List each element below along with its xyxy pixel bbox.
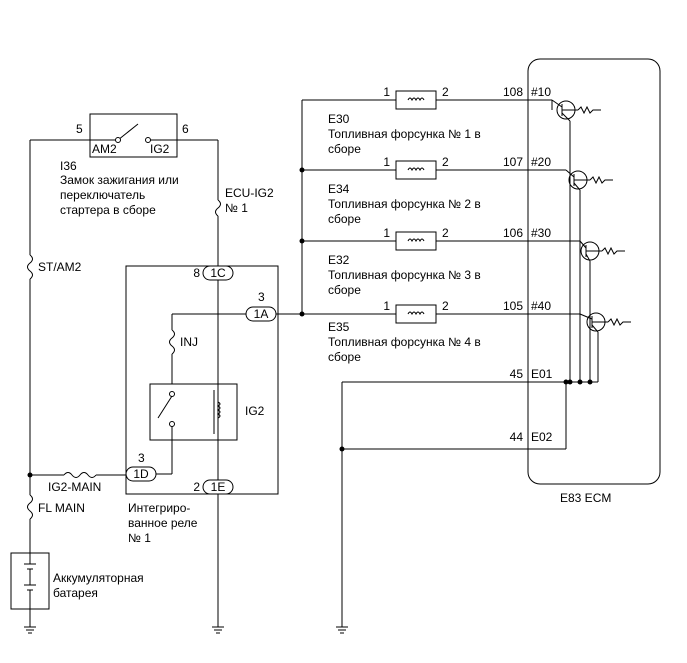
fuse-st-am2-icon	[27, 254, 33, 280]
ignition-switch-box	[89, 113, 178, 158]
connector-1e-label: 1E	[211, 480, 226, 494]
injector-1	[302, 90, 553, 110]
ignition-contact-ig2: IG2	[150, 142, 170, 156]
coil-icon	[407, 311, 425, 316]
fuse-inj-icon	[169, 329, 175, 355]
injector-3-name-line2: сборе	[328, 283, 361, 297]
fuse-st-am2-label: ST/AM2	[38, 260, 82, 274]
injector-4-name-line1: Топливная форсунка № 4 в	[328, 335, 481, 349]
fuse-ig2-main-label: IG2-MAIN	[48, 480, 101, 494]
injector-2-pin-out: 2	[442, 155, 449, 169]
battery-icon	[24, 553, 36, 609]
ground-icon	[212, 626, 224, 634]
injector-1-pin-in: 1	[383, 85, 390, 99]
ignition-pin-6: 6	[182, 122, 189, 136]
fuse-ig2-main-icon	[63, 472, 97, 478]
injector-2-code: E34	[328, 182, 350, 196]
injector-3-pin-in: 1	[383, 226, 390, 240]
fuse-fl-main-label: FL MAIN	[38, 501, 85, 515]
injector-3-ecu-term: #30	[531, 226, 551, 240]
injector-4-pin-in: 1	[383, 299, 390, 313]
connector-1e-pin: 2	[193, 480, 200, 494]
injector-1-code: E30	[328, 112, 350, 126]
coil-icon	[407, 167, 425, 172]
ground-icon	[24, 626, 36, 634]
fuse-ecu-ig2-label1: ECU-IG2	[225, 186, 274, 200]
ignition-name-line1: Замок зажигания или	[60, 173, 179, 187]
relay-name-line1: Интегриро-	[128, 501, 190, 515]
relay-box	[125, 265, 279, 495]
relay-coil-icon	[213, 390, 221, 434]
injector-3-code: E32	[328, 253, 350, 267]
injector-3-ecu-pin: 106	[503, 226, 523, 240]
ignition-pin-5: 5	[76, 122, 83, 136]
connector-1a-label: 1A	[254, 307, 269, 321]
relay-switch-icon	[157, 391, 175, 440]
injector-2-name-line1: Топливная форсунка № 2 в	[328, 197, 481, 211]
injector-1-name-line2: сборе	[328, 142, 361, 156]
injector-4-code: E35	[328, 320, 350, 334]
ecm-box	[527, 58, 661, 485]
transistor-4-icon	[579, 312, 631, 382]
battery-name-line1: Аккумуляторная	[53, 571, 144, 585]
injector-1-ecu-pin: 108	[503, 85, 523, 99]
connector-1d-pin: 3	[138, 451, 145, 465]
injector-4	[302, 304, 580, 324]
injector-3	[302, 231, 580, 251]
injector-2-ecu-term: #20	[531, 155, 551, 169]
injector-1-ecu-term: #10	[531, 85, 551, 99]
relay-coil-label: IG2	[245, 404, 265, 418]
ecm-label: E83 ECM	[560, 491, 611, 505]
injector-3-pin-out: 2	[442, 226, 449, 240]
injector-4-ecu-term: #40	[531, 299, 551, 313]
injector-4-name-line2: сборе	[328, 350, 361, 364]
connector-1a-pin: 3	[258, 290, 265, 304]
injector-1-name-line1: Топливная форсунка № 1 в	[328, 127, 481, 141]
ignition-code: I36	[60, 159, 77, 173]
injector-2	[302, 160, 566, 180]
transistor-2-icon	[565, 169, 613, 382]
injector-1-pin-out: 2	[442, 85, 449, 99]
fuse-ecu-ig2-icon	[215, 199, 221, 217]
injector-4-ecu-pin: 105	[503, 299, 523, 313]
ecm-e02-term: E02	[531, 430, 553, 444]
relay-inner-box	[149, 383, 238, 441]
transistor-3-icon	[579, 240, 625, 382]
ignition-contact-am2: AM2	[92, 142, 117, 156]
relay-name-line2: ванное реле	[128, 516, 198, 530]
injector-4-pin-out: 2	[442, 299, 449, 313]
ignition-name-line2: переключатель	[60, 188, 145, 202]
ignition-switch-contact-icon	[30, 123, 218, 143]
relay-name-line3: № 1	[128, 531, 151, 545]
fuse-ecu-ig2-label2: № 1	[225, 201, 248, 215]
injector-2-name-line2: сборе	[328, 212, 361, 226]
transistor-1-icon	[551, 99, 601, 382]
ecm-e01-term: E01	[531, 367, 553, 381]
coil-icon	[407, 238, 425, 243]
battery-name-line2: батарея	[53, 586, 98, 600]
ground-icon	[336, 626, 348, 634]
ignition-name-line3: стартера в сборе	[60, 203, 156, 217]
injector-2-pin-in: 1	[383, 155, 390, 169]
connector-1c-pin: 8	[193, 266, 200, 280]
ecm-e01-pin: 45	[510, 367, 524, 381]
injector-3-name-line1: Топливная форсунка № 3 в	[328, 268, 481, 282]
fuse-fl-main-icon	[27, 494, 33, 520]
connector-1c-label: 1C	[210, 266, 226, 280]
fuse-inj-label: INJ	[180, 335, 198, 349]
connector-1d-label: 1D	[133, 467, 149, 481]
ecm-e02-pin: 44	[510, 430, 524, 444]
injector-2-ecu-pin: 107	[503, 155, 523, 169]
coil-icon	[407, 97, 425, 102]
